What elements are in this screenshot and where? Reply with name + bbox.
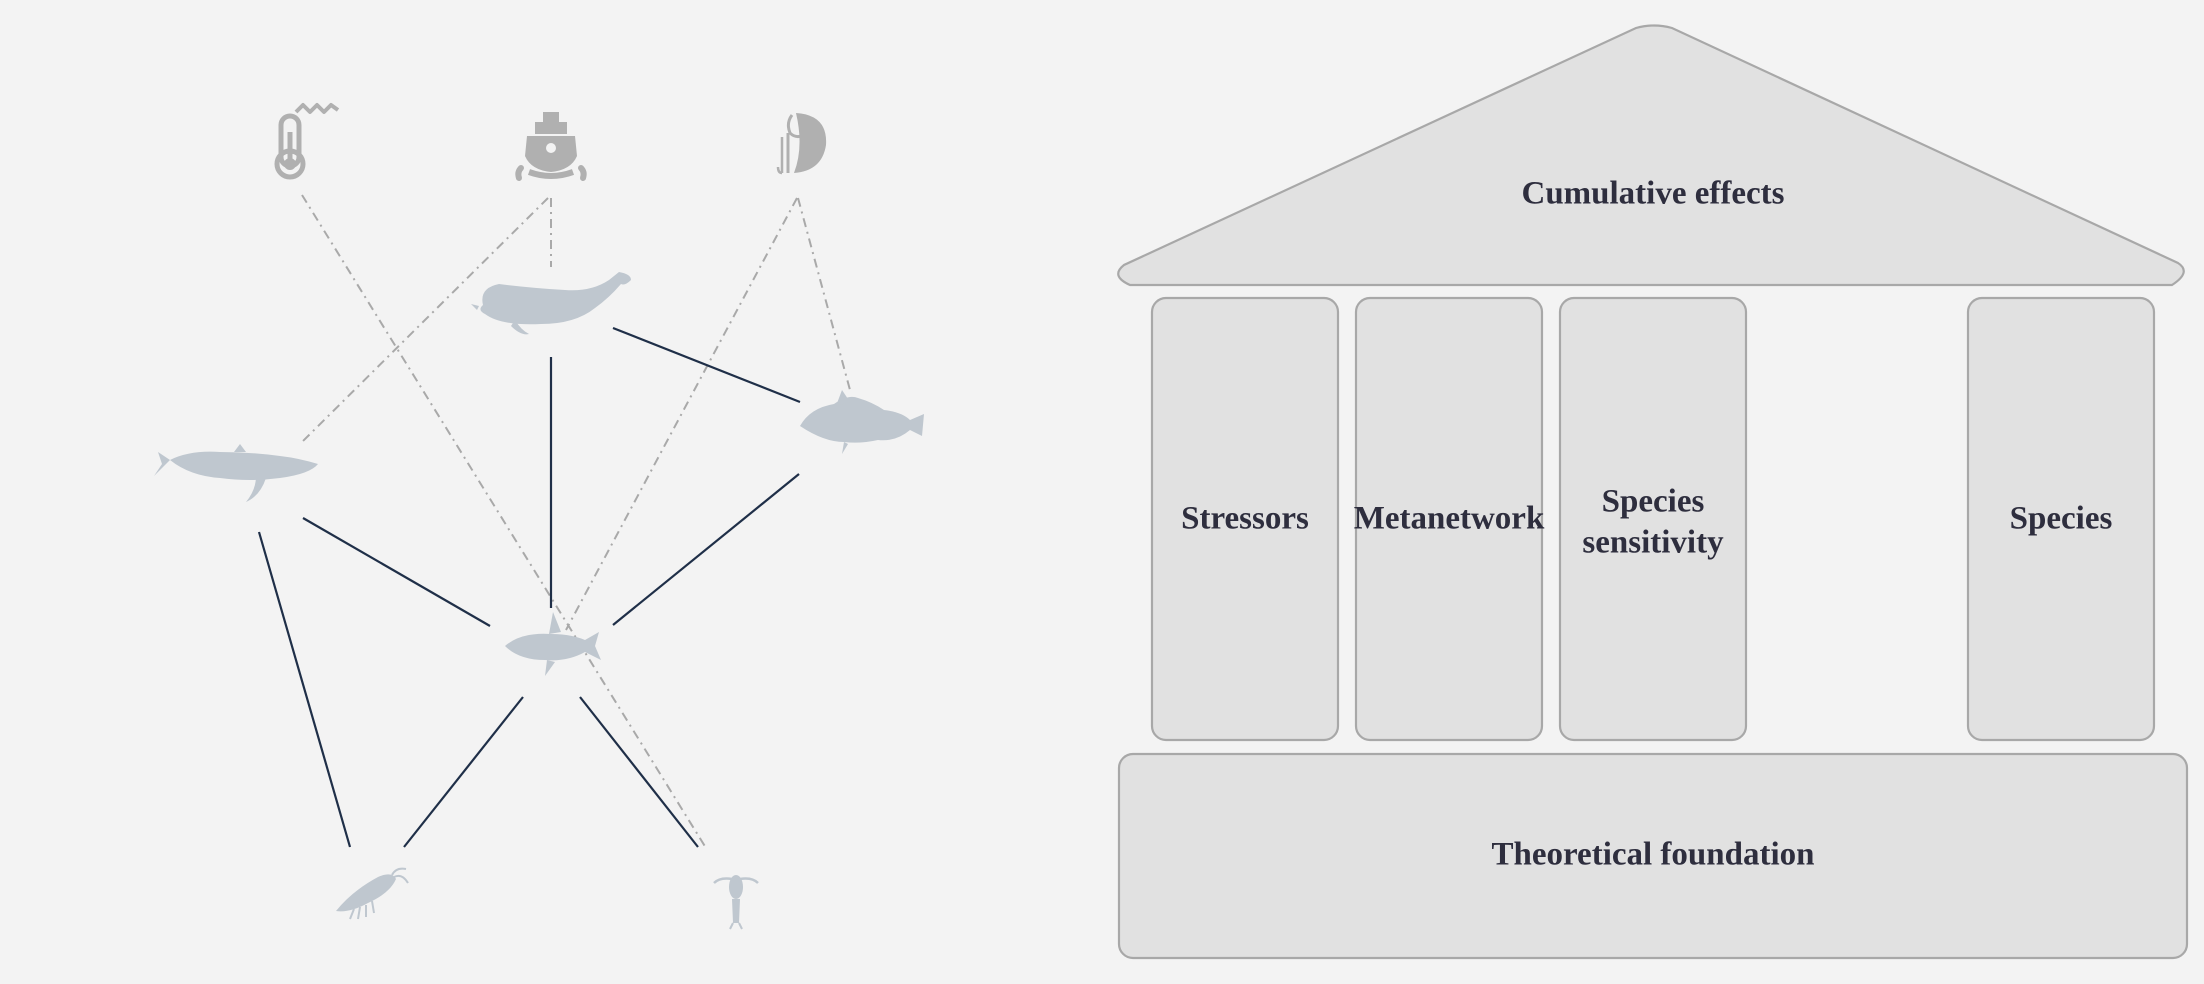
pillar-label: Metanetwork <box>1354 501 1545 537</box>
network-diagram <box>154 103 924 930</box>
link-warming-copepod <box>301 194 707 849</box>
ship-icon <box>515 112 587 181</box>
beluga-whale-icon <box>471 272 631 335</box>
framework-diagram: Cumulative effects Stressors Metanetwork… <box>1117 24 2189 960</box>
link-fishing-capelin <box>565 197 798 631</box>
pillar-species: Species <box>1966 296 2156 742</box>
link-beluga-cod <box>612 326 801 404</box>
link-capelin-copepod <box>579 696 699 848</box>
link-whale-capelin <box>302 517 491 627</box>
krill-icon <box>336 867 409 920</box>
copepod-icon <box>713 875 759 930</box>
link-whale-krill <box>257 531 352 848</box>
pillar-label: Species <box>2010 501 2113 537</box>
stressor-links <box>301 194 851 849</box>
capelin-icon <box>505 612 601 676</box>
link-shipping-whale <box>301 197 549 443</box>
cod-icon <box>800 390 924 454</box>
foundation-block: Theoretical foundation <box>1117 752 2189 960</box>
link-fishing-cod <box>797 197 851 391</box>
trophic-links <box>257 326 801 848</box>
foundation-label: Theoretical foundation <box>1492 837 1815 873</box>
thermometer-icon <box>274 103 340 180</box>
link-cod-capelin <box>612 473 800 626</box>
pillar-label: Stressors <box>1181 501 1309 537</box>
baleen-whale-icon <box>154 444 318 502</box>
pillar-metanetwork: Metanetwork <box>1354 296 1545 742</box>
link-capelin-krill <box>403 696 524 848</box>
roof-label: Cumulative effects <box>1521 176 1784 212</box>
fishing-icon <box>776 113 827 175</box>
roof-block: Cumulative effects <box>1117 24 2185 287</box>
pillar-stressors: Stressors <box>1150 296 1340 742</box>
